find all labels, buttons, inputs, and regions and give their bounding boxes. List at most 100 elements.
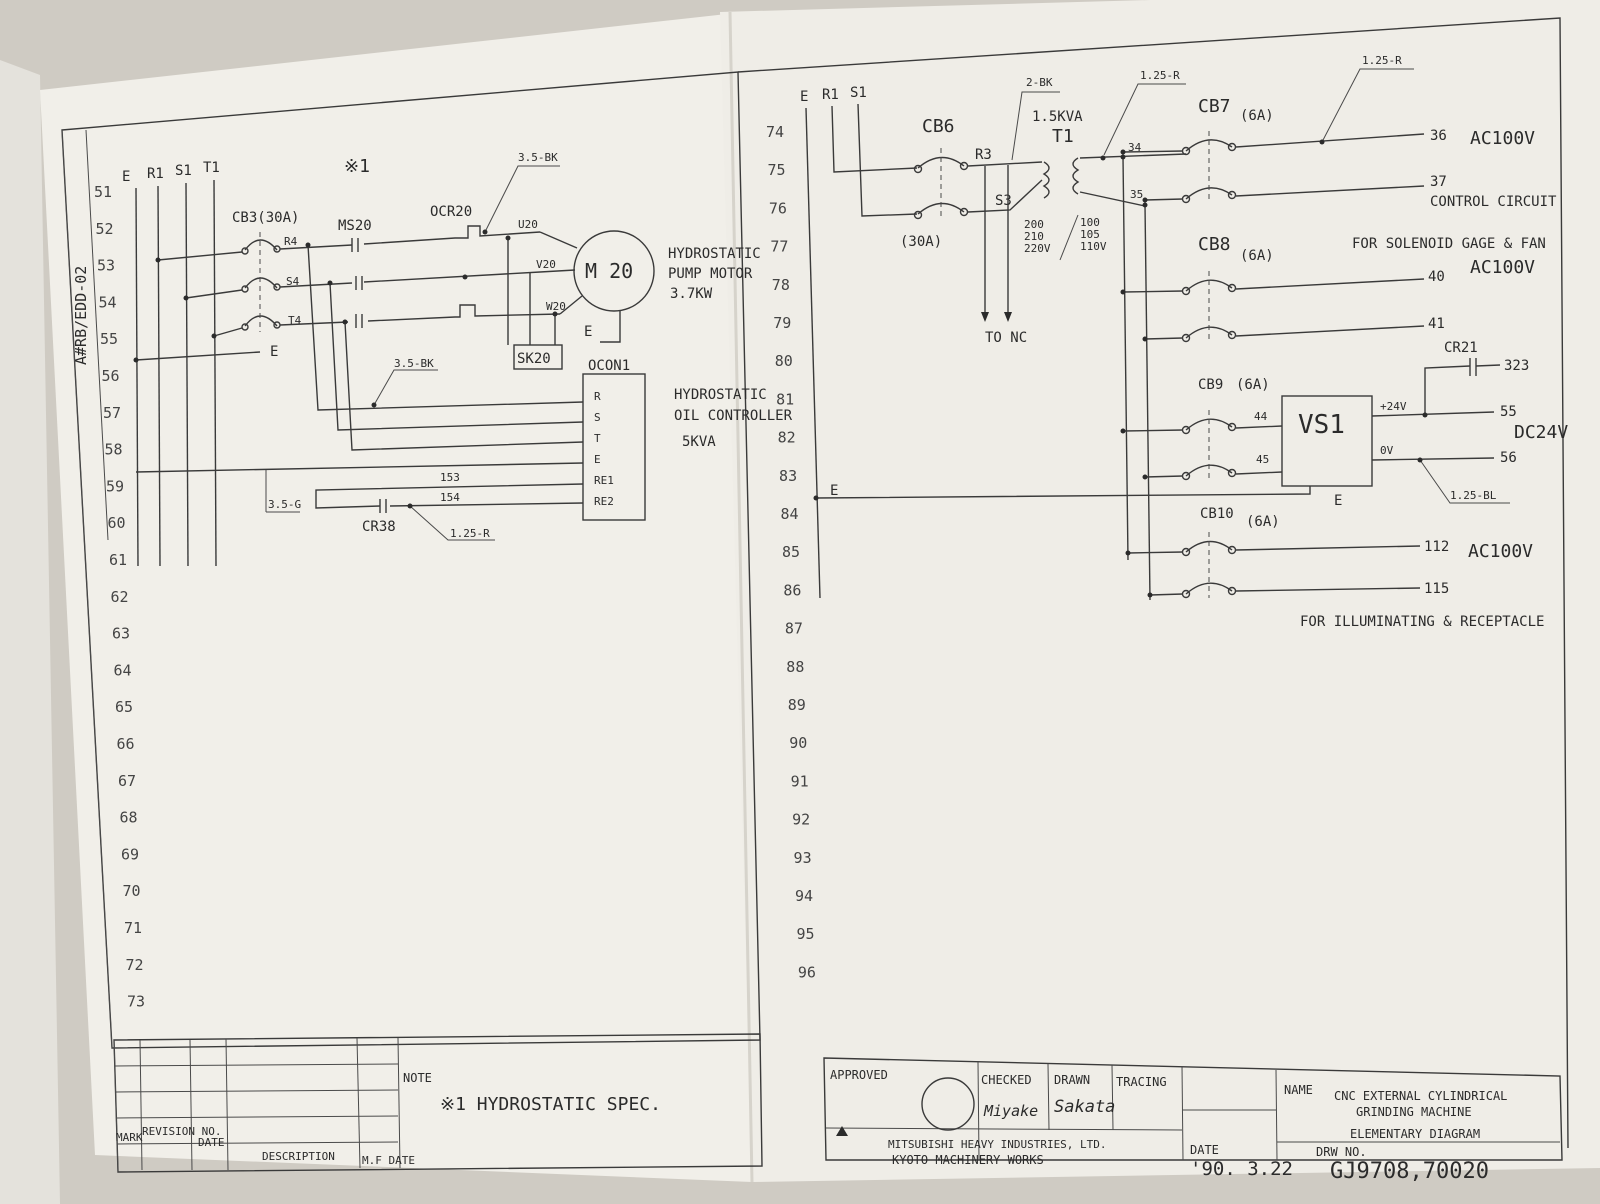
row-number-82: 82 <box>778 429 796 447</box>
page-fold <box>728 11 754 1183</box>
breaker-cb7-rating: (6A) <box>1240 108 1274 124</box>
node-34: 34 <box>1128 141 1142 154</box>
row-number-70: 70 <box>123 882 141 900</box>
row-number-69: 69 <box>121 845 139 863</box>
controller-terminal-r: R <box>594 390 601 403</box>
row-number-61: 61 <box>109 551 127 569</box>
paper-right <box>720 0 1600 1182</box>
row-number-51: 51 <box>94 183 112 201</box>
row-number-87: 87 <box>785 620 803 638</box>
motor-desc-3: 3.7KW <box>670 286 713 302</box>
junction-dot <box>1142 474 1148 480</box>
drawing-no-value: GJ9708,70020 <box>1330 1159 1489 1184</box>
motor-m20-label: M 20 <box>585 259 633 283</box>
row-number-85: 85 <box>782 543 800 561</box>
row-number-53: 53 <box>97 257 115 275</box>
circuit-40: 40 <box>1428 269 1445 285</box>
breaker-feed <box>1149 593 1184 596</box>
wire-tag-mid: 3.5-BK <box>394 357 434 370</box>
row-number-65: 65 <box>115 698 133 716</box>
breaker-feed <box>1122 429 1184 432</box>
breaker-contact <box>1227 545 1237 555</box>
circuit-label-control: CONTROL CIRCUIT <box>1430 194 1557 210</box>
drawn-signature: Sakata <box>1054 1097 1115 1117</box>
note-text: ※1 HYDROSTATIC SPEC. <box>440 1094 661 1115</box>
wire-tag-relay: 1.25-R <box>450 527 490 540</box>
bus-label-e: E <box>122 169 130 185</box>
controller-terminal-re2: RE2 <box>594 495 614 508</box>
tracing-label: TRACING <box>1116 1075 1167 1089</box>
right-breakers <box>1120 131 1237 599</box>
row-number-95: 95 <box>796 925 814 943</box>
phase-label-r3: R3 <box>975 147 992 163</box>
controller-desc-1: HYDROSTATIC <box>674 387 767 403</box>
wire-tag-125r-b: 1.25-R <box>1362 54 1402 67</box>
breaker-cb9-rating: (6A) <box>1236 377 1270 393</box>
circuit-label-ac100v-b: AC100V <box>1470 257 1535 278</box>
circuit-112: 112 <box>1424 539 1449 555</box>
relay-cr38-label: CR38 <box>362 519 396 535</box>
row-numbers-right: 7475767778798081828384858687888990919293… <box>766 123 816 981</box>
junction-dot <box>1142 336 1148 342</box>
line-number-154: 154 <box>440 491 460 504</box>
phase-label-s4: S4 <box>286 275 300 288</box>
breaker-contact <box>1227 468 1237 478</box>
row-number-75: 75 <box>767 161 785 179</box>
note-marker: ※1 <box>344 156 370 177</box>
row-number-86: 86 <box>783 581 801 599</box>
controller-terminal-s: S <box>594 411 601 424</box>
circuit-label-ac100v-a: AC100V <box>1470 128 1535 149</box>
controller-desc-2: OIL CONTROLLER <box>674 408 793 424</box>
motor-desc-2: PUMP MOTOR <box>668 266 753 282</box>
rev-header-mf-date: M.F DATE <box>362 1154 415 1167</box>
row-number-58: 58 <box>105 441 123 459</box>
circuit-label-solenoid: FOR SOLENOID GAGE & FAN <box>1352 236 1546 252</box>
note-title: NOTE <box>403 1071 432 1085</box>
breaker-feed <box>1122 290 1184 293</box>
vs1-earth-label: E <box>1334 493 1342 509</box>
overload-ocr20-label: OCR20 <box>430 204 472 220</box>
row-number-80: 80 <box>775 352 793 370</box>
approved-label: APPROVED <box>830 1068 888 1082</box>
transformer-primary-2: 210 <box>1024 230 1044 243</box>
row-number-94: 94 <box>795 887 813 905</box>
circuit-323: 323 <box>1504 358 1529 374</box>
row-number-55: 55 <box>100 330 118 348</box>
row-number-59: 59 <box>106 477 124 495</box>
rev-header-revision: REVISION NO. <box>142 1125 221 1138</box>
breaker-feed <box>1127 551 1184 554</box>
wire-tag-2bk: 2-BK <box>1026 76 1053 89</box>
title-block: MARK REVISION NO. DATE DESCRIPTION M.F D… <box>113 1033 1563 1184</box>
transformer-secondary-coil <box>1072 157 1080 195</box>
machine-name-1: CNC EXTERNAL CYLINDRICAL <box>1334 1089 1507 1103</box>
works-name: KYOTO MACHINERY WORKS <box>892 1153 1044 1167</box>
controller-terminal-re1: RE1 <box>594 474 614 487</box>
transformer-name: T1 <box>1052 126 1074 147</box>
binder-edge <box>0 60 60 1204</box>
paper-left <box>40 12 752 1182</box>
row-number-81: 81 <box>776 390 794 408</box>
junction-dot <box>1120 428 1126 434</box>
circuit-56: 56 <box>1500 450 1517 466</box>
row-number-77: 77 <box>770 238 788 256</box>
row-number-93: 93 <box>794 849 812 867</box>
company-name: MITSUBISHI HEAVY INDUSTRIES, LTD. <box>888 1138 1107 1151</box>
motor-m20 <box>573 230 655 312</box>
row-numbers-left: 5152535455565758596061626364656667686970… <box>94 183 145 1011</box>
breaker-feed <box>1144 475 1184 478</box>
breaker-cb6-rating: (30A) <box>900 234 942 250</box>
circuit-label-ac100v-c: AC100V <box>1468 541 1533 562</box>
controller-ocon1-box <box>582 373 646 521</box>
diagram-type: ELEMENTARY DIAGRAM <box>1350 1127 1480 1141</box>
row-number-92: 92 <box>792 811 810 829</box>
node-45: 45 <box>1256 453 1269 466</box>
junction-dot <box>1125 550 1131 556</box>
sk20-box <box>513 344 563 370</box>
controller-desc-3: 5KVA <box>682 434 716 450</box>
bus-label-t1: T1 <box>203 160 220 176</box>
terminal-v20: V20 <box>536 258 556 271</box>
row-number-90: 90 <box>789 734 807 752</box>
checked-label: CHECKED <box>981 1073 1032 1087</box>
